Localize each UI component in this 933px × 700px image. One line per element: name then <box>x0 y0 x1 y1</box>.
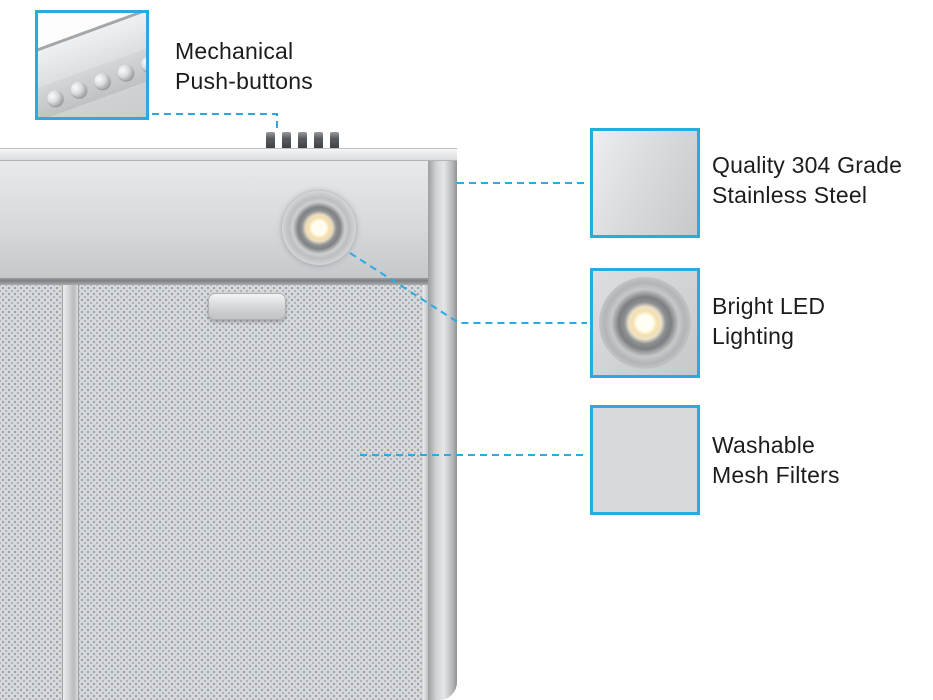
callout-box-push-buttons <box>35 10 149 120</box>
label-line: Lighting <box>712 323 795 349</box>
push-button <box>282 132 291 148</box>
push-button <box>314 132 323 148</box>
filter-area <box>0 285 457 700</box>
hood-control-panel <box>0 161 457 278</box>
callout-box-stainless-steel <box>590 128 700 238</box>
hood-led-light <box>282 191 356 265</box>
push-buttons <box>266 132 339 148</box>
hood-top-edge <box>0 148 457 161</box>
mesh-filter-main <box>79 285 428 700</box>
push-buttons-closeup <box>38 13 146 117</box>
led-light-closeup <box>599 277 691 369</box>
mesh-filters-label: Washable Mesh Filters <box>712 430 840 490</box>
push-buttons-label: Mechanical Push-buttons <box>175 36 313 96</box>
label-line: Washable <box>712 432 816 458</box>
push-button-closeup <box>139 53 146 75</box>
push-button-closeup <box>45 87 66 109</box>
label-line: Mechanical <box>175 38 294 64</box>
label-line: Bright LED <box>712 293 826 319</box>
callout-box-mesh-filter <box>590 405 700 515</box>
push-button-closeup <box>115 62 137 83</box>
callout-box-led-lighting <box>590 268 700 378</box>
mesh-filter-left <box>0 285 62 700</box>
connector-push-buttons <box>152 113 278 131</box>
push-button <box>330 132 339 148</box>
push-button-closeup <box>68 79 90 100</box>
led-lighting-label: Bright LED Lighting <box>712 291 825 351</box>
push-button <box>266 132 275 148</box>
label-line: Quality 304 Grade <box>712 152 903 178</box>
label-line: Mesh Filters <box>712 462 840 488</box>
filter-frame-divider <box>62 285 79 700</box>
push-button-closeup <box>92 70 113 92</box>
hood-panel-seam <box>0 278 457 285</box>
stainless-steel-label: Quality 304 Grade Stainless Steel <box>712 150 902 210</box>
filter-frame-right <box>423 285 428 700</box>
label-line: Stainless Steel <box>712 182 868 208</box>
filter-handle <box>208 293 286 320</box>
range-hood <box>0 148 457 700</box>
label-line: Push-buttons <box>175 68 313 94</box>
push-button <box>298 132 307 148</box>
hood-right-side-panel <box>428 161 457 700</box>
